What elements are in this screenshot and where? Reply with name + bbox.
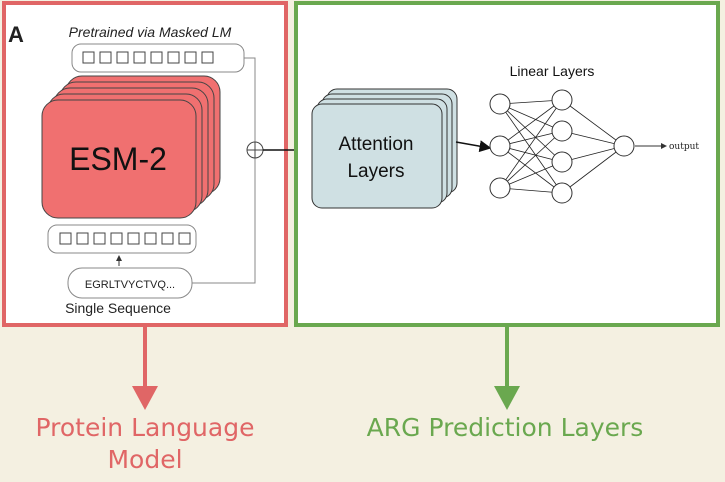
token-square <box>59 232 72 245</box>
attention-to-mlp-arrow <box>455 140 492 153</box>
token-square <box>110 232 123 245</box>
token-square <box>201 51 214 64</box>
mlp-edge <box>499 103 563 194</box>
linear-layers-title: Linear Layers <box>510 63 595 79</box>
token-square <box>133 51 146 64</box>
mlp-edge <box>499 99 563 147</box>
token-square <box>93 232 106 245</box>
mlp-edge <box>499 130 563 189</box>
mlp-neuron <box>551 89 573 111</box>
output-label: output <box>669 142 699 152</box>
mlp-neuron <box>551 151 573 173</box>
mlp-edge <box>499 145 563 163</box>
mlp-neuron <box>551 182 573 204</box>
arg-prediction-panel: Attention Layers Linear Layers output <box>294 1 720 327</box>
attention-label-line1: Attention <box>339 134 414 155</box>
arg-panel-border <box>294 1 720 327</box>
plm-down-arrow-head <box>132 386 158 410</box>
plm-panel-border <box>2 1 288 327</box>
token-square <box>184 51 197 64</box>
mlp-neurons <box>489 89 635 204</box>
token-square <box>99 51 112 64</box>
mlp-neuron <box>489 93 511 115</box>
input-tokens <box>59 232 191 245</box>
mlp-edge <box>499 161 563 189</box>
esm2-front-box <box>41 99 197 219</box>
token-square <box>167 51 180 64</box>
token-square <box>144 232 157 245</box>
mlp-neuron <box>489 177 511 199</box>
mlp-edge <box>561 130 625 147</box>
mlp-neuron <box>489 135 511 157</box>
token-square <box>116 51 129 64</box>
plm-caption-line1: Protein Language <box>35 413 255 442</box>
arg-caption: ARG Prediction Layers <box>366 413 644 442</box>
token-square <box>127 232 140 245</box>
esm2-model-stack <box>41 75 221 219</box>
attention-layers-stack <box>311 88 458 209</box>
residual-line-top <box>244 57 256 142</box>
esm2-label: ESM-2 <box>69 141 167 177</box>
mlp-edge <box>561 145 625 194</box>
protein-language-model-panel: A Pretrained via Masked LM ESM-2 EGRLTVY… <box>2 1 288 327</box>
attention-label-line2: Layers <box>347 161 404 182</box>
token-square <box>76 232 89 245</box>
mlp-edge <box>561 145 625 163</box>
sequence-caption: Single Sequence <box>65 300 171 316</box>
token-square <box>82 51 95 64</box>
mlp-edge <box>499 145 563 194</box>
input-sequence: EGRLTVYCTVQ... <box>85 279 175 291</box>
output-neuron <box>613 135 635 157</box>
mlp-edge <box>499 130 563 147</box>
residual-line-bottom <box>192 158 256 284</box>
mlp-edge <box>499 99 563 189</box>
pretrain-label: Pretrained via Masked LM <box>69 24 232 40</box>
mlp-edge <box>499 103 563 163</box>
mlp-edge <box>499 103 563 132</box>
arg-down-arrow-head <box>494 386 520 410</box>
plm-caption: Protein Language Model <box>20 412 270 476</box>
attention-front-box <box>311 103 443 209</box>
token-square <box>161 232 174 245</box>
token-square <box>178 232 191 245</box>
token-square <box>150 51 163 64</box>
mlp-connections <box>499 99 625 194</box>
mlp-edge <box>561 99 625 147</box>
plm-caption-line2: Model <box>107 445 183 474</box>
output-tokens <box>82 51 214 64</box>
panel-label: A <box>8 22 24 47</box>
mlp-neuron <box>551 120 573 142</box>
